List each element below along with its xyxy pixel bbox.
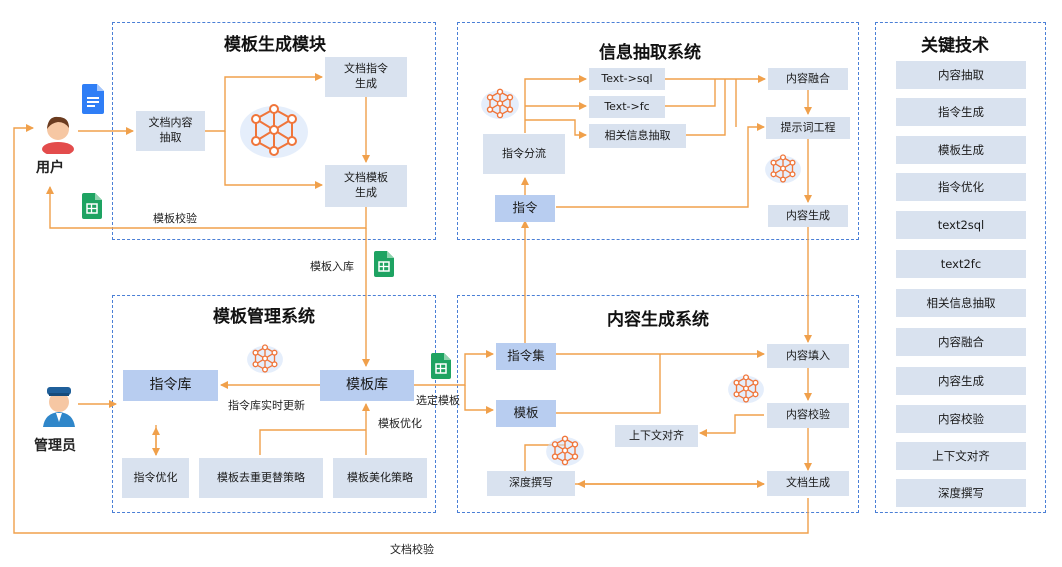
key-tech-item: 模板生成 xyxy=(896,136,1026,164)
content-generation-title: 内容生成系统 xyxy=(607,310,709,330)
select-template-label: 选定模板 xyxy=(416,394,460,407)
lib-update-label: 指令库实时更新 xyxy=(228,399,305,412)
key-tech-title: 关键技术 xyxy=(921,36,989,56)
info-content-gen-box: 内容生成 xyxy=(768,205,848,227)
key-tech-item: 指令生成 xyxy=(896,98,1026,126)
ai-network-icon xyxy=(481,88,519,119)
template-optimize-label: 模板优化 xyxy=(378,417,422,430)
content-verify-box: 内容校验 xyxy=(767,403,849,428)
admin-avatar-icon xyxy=(43,387,75,427)
key-tech-item: 内容生成 xyxy=(896,367,1026,395)
google-docs-icon xyxy=(82,84,104,114)
instruction-set-box: 指令集 xyxy=(496,343,556,370)
instruction-optimize-box: 指令优化 xyxy=(122,458,189,498)
ai-network-icon xyxy=(765,154,801,184)
text-fc-box: Text->fc xyxy=(589,96,665,118)
admin-label: 管理员 xyxy=(34,438,76,454)
key-tech-item: 内容校验 xyxy=(896,405,1026,433)
template-box: 模板 xyxy=(496,400,556,427)
content-fill-box: 内容填入 xyxy=(767,344,849,368)
doc-extract-box: 文档内容 抽取 xyxy=(136,111,205,151)
template-storage-label: 模板入库 xyxy=(310,260,354,273)
beautify-strategy-box: 模板美化策略 xyxy=(333,458,427,498)
template-lib-box: 模板库 xyxy=(320,370,414,401)
ai-network-icon xyxy=(240,104,308,158)
info-extraction-title: 信息抽取系统 xyxy=(599,43,701,63)
template-management-title: 模板管理系统 xyxy=(213,307,315,327)
instruction-lib-box: 指令库 xyxy=(123,370,218,401)
key-tech-item: 指令优化 xyxy=(896,173,1026,201)
key-tech-item: 内容融合 xyxy=(896,328,1026,356)
user-label: 用户 xyxy=(36,160,64,176)
key-tech-item: 上下文对齐 xyxy=(896,442,1026,470)
context-align-box: 上下文对齐 xyxy=(615,425,698,447)
key-tech-item: 相关信息抽取 xyxy=(896,289,1026,317)
content-fusion-box: 内容融合 xyxy=(768,68,848,90)
related-info-box: 相关信息抽取 xyxy=(589,124,686,148)
key-tech-item: text2sql xyxy=(896,211,1026,239)
instruction-box: 指令 xyxy=(495,195,555,222)
dedup-strategy-box: 模板去重更替策略 xyxy=(199,458,323,498)
doc-gen-box: 文档生成 xyxy=(767,471,849,496)
key-tech-item: 内容抽取 xyxy=(896,61,1026,89)
google-sheets-icon xyxy=(374,251,394,277)
instruction-split-box: 指令分流 xyxy=(483,134,565,174)
doc-template-box: 文档模板 生成 xyxy=(325,165,407,207)
ai-network-icon xyxy=(247,344,283,374)
user-avatar-icon xyxy=(42,116,74,154)
google-sheets-icon xyxy=(431,353,451,379)
google-sheets-icon xyxy=(82,193,102,219)
doc-instruction-box: 文档指令 生成 xyxy=(325,57,407,97)
deep-write-box: 深度撰写 xyxy=(487,471,575,496)
template-verify-label: 模板校验 xyxy=(153,212,197,225)
prompt-engineering-box: 提示词工程 xyxy=(766,117,850,139)
ai-network-icon xyxy=(728,374,764,404)
doc-verify-label: 文档校验 xyxy=(390,543,434,556)
key-tech-item: 深度撰写 xyxy=(896,479,1026,507)
ai-network-icon xyxy=(546,435,584,466)
text-sql-box: Text->sql xyxy=(589,68,665,90)
template-generation-title: 模板生成模块 xyxy=(224,35,326,55)
key-tech-item: text2fc xyxy=(896,250,1026,278)
